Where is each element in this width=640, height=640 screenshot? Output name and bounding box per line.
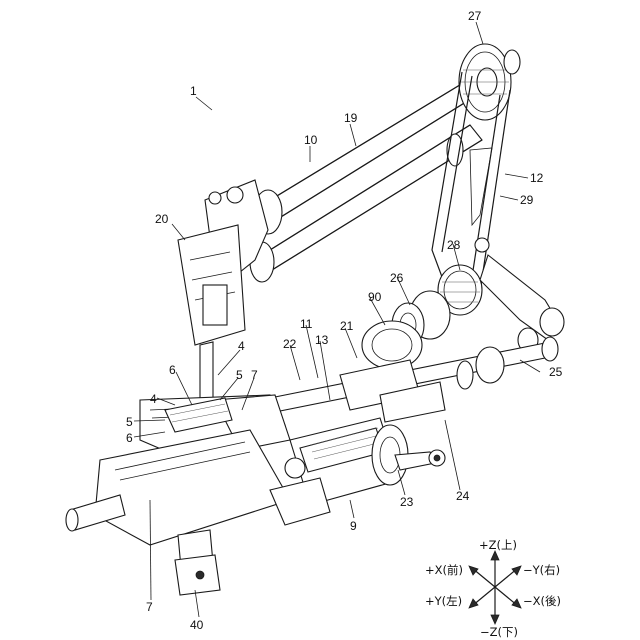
ref-24: 24 (456, 489, 470, 503)
ref-25: 25 (549, 365, 563, 379)
axis-minus-x: −X(後) (523, 594, 561, 608)
ref-5-upper: 5 (236, 368, 243, 382)
axis-plus-z: +Z(上) (479, 538, 517, 552)
ref-4-lower: 4 (150, 392, 157, 406)
lower-block-40 (175, 530, 220, 595)
axis-plus-y: +Y(左) (425, 594, 462, 608)
ref-6-upper: 6 (169, 363, 176, 377)
ref-21: 21 (340, 319, 354, 333)
ref-4-upper: 4 (238, 339, 245, 353)
ref-6-lower: 6 (126, 431, 133, 445)
top-pulley-assembly (459, 44, 520, 120)
ref-10: 10 (304, 133, 318, 147)
ref-22: 22 (283, 337, 297, 351)
ref-20: 20 (155, 212, 169, 226)
ref-7-lower: 7 (146, 600, 153, 614)
ref-27: 27 (468, 9, 482, 23)
ref-7-upper: 7 (251, 368, 258, 382)
axis-minus-y: −Y(右) (523, 563, 560, 577)
axis-minus-z: −Z(下) (480, 625, 518, 639)
ref-12: 12 (530, 171, 544, 185)
ref-5-lower: 5 (126, 415, 133, 429)
ref-1: 1 (190, 84, 197, 98)
ref-19: 19 (344, 111, 358, 125)
ref-29: 29 (520, 193, 534, 207)
axis-plus-x: +X(前) (425, 563, 463, 577)
ref-23: 23 (400, 495, 414, 509)
axis-legend: +Z(上) −Z(下) +X(前) −X(後) −Y(右) +Y(左) (425, 538, 561, 639)
ref-9: 9 (350, 519, 357, 533)
ref-28: 28 (447, 238, 461, 252)
ref-26: 26 (390, 271, 404, 285)
ref-11: 11 (300, 317, 313, 331)
ref-40: 40 (190, 618, 204, 632)
ref-90: 90 (368, 290, 382, 304)
ref-13: 13 (315, 333, 329, 347)
